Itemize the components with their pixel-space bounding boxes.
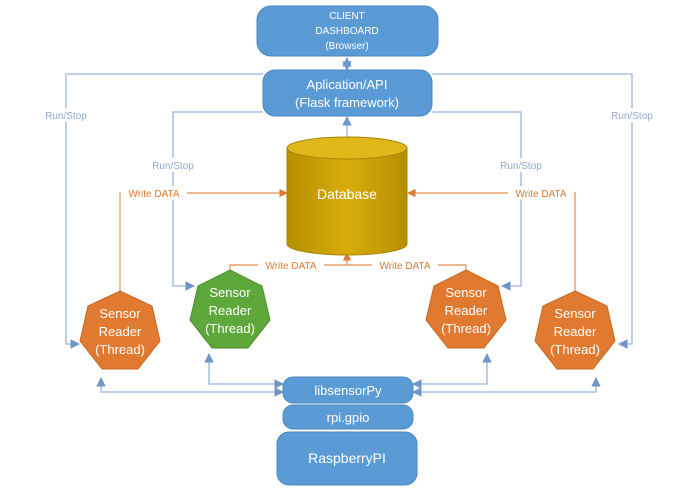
database-cylinder: Database <box>286 136 408 256</box>
write-data-outer-left-line <box>119 188 288 292</box>
run-stop-inner-right-label: Run/Stop <box>500 161 542 172</box>
write-data-inner-right-label: Write DATA <box>379 261 430 272</box>
run-stop-outer-right-label: Run/Stop <box>611 111 653 122</box>
write-data-outer-left-label: Write DATA <box>128 189 179 200</box>
sensor-4-line2: Reader <box>554 324 597 339</box>
lib-sensor3-connector <box>412 353 492 389</box>
client-dashboard-box: CLIENT DASHBOARD (Browser) <box>256 5 439 57</box>
sensor-4-line3: (Thread) <box>550 342 600 357</box>
sensor-3-line1: Sensor <box>445 285 487 300</box>
api-box: Aplication/API (Flask framework) <box>262 69 433 117</box>
libsensorpy-label: libsensorPy <box>314 383 382 398</box>
client-dashboard-line2: DASHBOARD <box>315 26 378 37</box>
sensor-1-line2: Reader <box>99 324 142 339</box>
sensor-2-line2: Reader <box>209 303 252 318</box>
run-stop-inner-left-label: Run/Stop <box>152 161 194 172</box>
write-data-inner-left-label: Write DATA <box>265 261 316 272</box>
libsensorpy-box: libsensorPy <box>282 376 414 404</box>
raspberrypi-box: RaspberryPI <box>276 431 418 486</box>
sensor-2-line3: (Thread) <box>205 321 255 336</box>
rpi-gpio-label: rpi.gpio <box>327 410 370 425</box>
lib-sensor2-connector <box>204 353 284 389</box>
run-stop-outer-left-line <box>65 73 263 349</box>
client-dashboard-line1: CLIENT <box>329 11 365 22</box>
api-line1: Aplication/API <box>307 77 388 92</box>
raspberrypi-label: RaspberryPI <box>308 450 386 466</box>
api-line2: (Flask framework) <box>295 95 399 110</box>
sensor-3-line2: Reader <box>445 303 488 318</box>
sensor-4-line1: Sensor <box>554 306 596 321</box>
lib-sensor4-connector <box>412 377 601 397</box>
sensor-reader-3: Sensor Reader (Thread) <box>425 269 507 349</box>
run-stop-inner-right-line <box>432 111 522 291</box>
sensor-reader-1: Sensor Reader (Thread) <box>79 290 161 370</box>
client-dashboard-line3: (Browser) <box>325 41 368 52</box>
sensor-1-line1: Sensor <box>99 306 141 321</box>
sensor-1-line3: (Thread) <box>95 342 145 357</box>
write-data-outer-right-label: Write DATA <box>515 189 566 200</box>
database-label: Database <box>317 186 377 202</box>
rpi-gpio-box: rpi.gpio <box>282 404 414 430</box>
sensor-3-line3: (Thread) <box>441 321 491 336</box>
lib-sensor1-connector <box>96 377 284 397</box>
sensor-reader-2: Sensor Reader (Thread) <box>189 269 271 349</box>
edge-labels: Run/Stop Run/Stop Run/Stop Run/Stop Writ… <box>36 108 662 272</box>
sensor-reader-4: Sensor Reader (Thread) <box>534 290 616 370</box>
write-data-outer-right-line <box>407 188 576 292</box>
run-stop-outer-left-label: Run/Stop <box>45 111 87 122</box>
run-stop-outer-right-line <box>432 73 633 349</box>
sensor-2-line1: Sensor <box>209 285 251 300</box>
